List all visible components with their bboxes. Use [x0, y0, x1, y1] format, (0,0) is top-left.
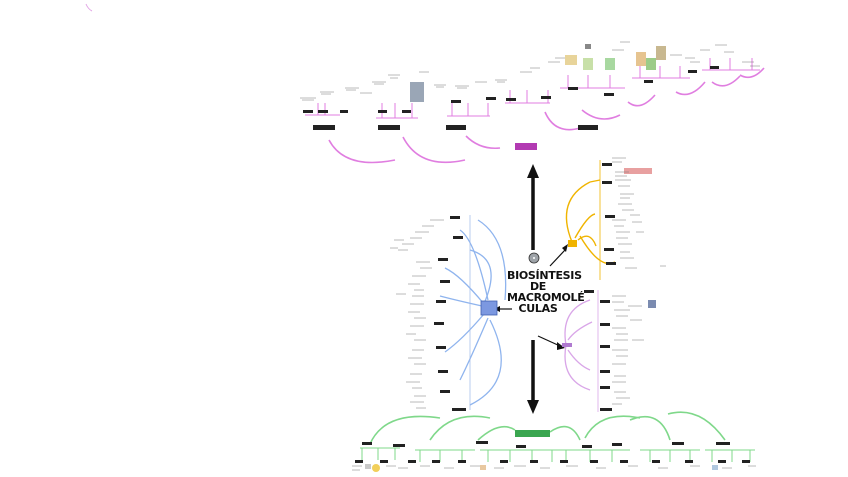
left-branch-nodes	[434, 216, 498, 411]
bottom-branch-nodes	[355, 430, 750, 463]
title-line-2: DE	[529, 280, 547, 293]
title-line-3: MACROMOLÉ	[507, 291, 585, 304]
top-branch-notes	[300, 41, 760, 101]
top-branch-nodes	[303, 66, 719, 150]
bottom-branch-notes	[352, 465, 756, 471]
bottom-branch	[369, 411, 726, 445]
right-top-branch-nodes	[568, 163, 652, 265]
compass-icon	[528, 252, 540, 264]
right-bottom-branch	[564, 290, 599, 412]
top-branch	[305, 58, 765, 164]
title-line-4: CULAS	[518, 302, 558, 315]
bottom-branch-images	[365, 464, 718, 472]
right-top-branch-notes	[612, 157, 666, 269]
main-arrows	[494, 164, 568, 414]
title-line-1: BIOSÍNTESIS	[507, 269, 582, 282]
bottom-branch-rails	[360, 447, 755, 462]
left-branch	[439, 215, 507, 410]
stray-pen-mark	[85, 3, 93, 12]
right-bottom-branch-notes	[612, 295, 644, 405]
top-branch-images	[410, 44, 666, 102]
left-branch-notes	[390, 219, 444, 409]
right-bottom-branch-nodes	[562, 290, 656, 411]
central-title: BIOSÍNTESIS DE MACROMOLÉ CULAS	[507, 269, 585, 315]
